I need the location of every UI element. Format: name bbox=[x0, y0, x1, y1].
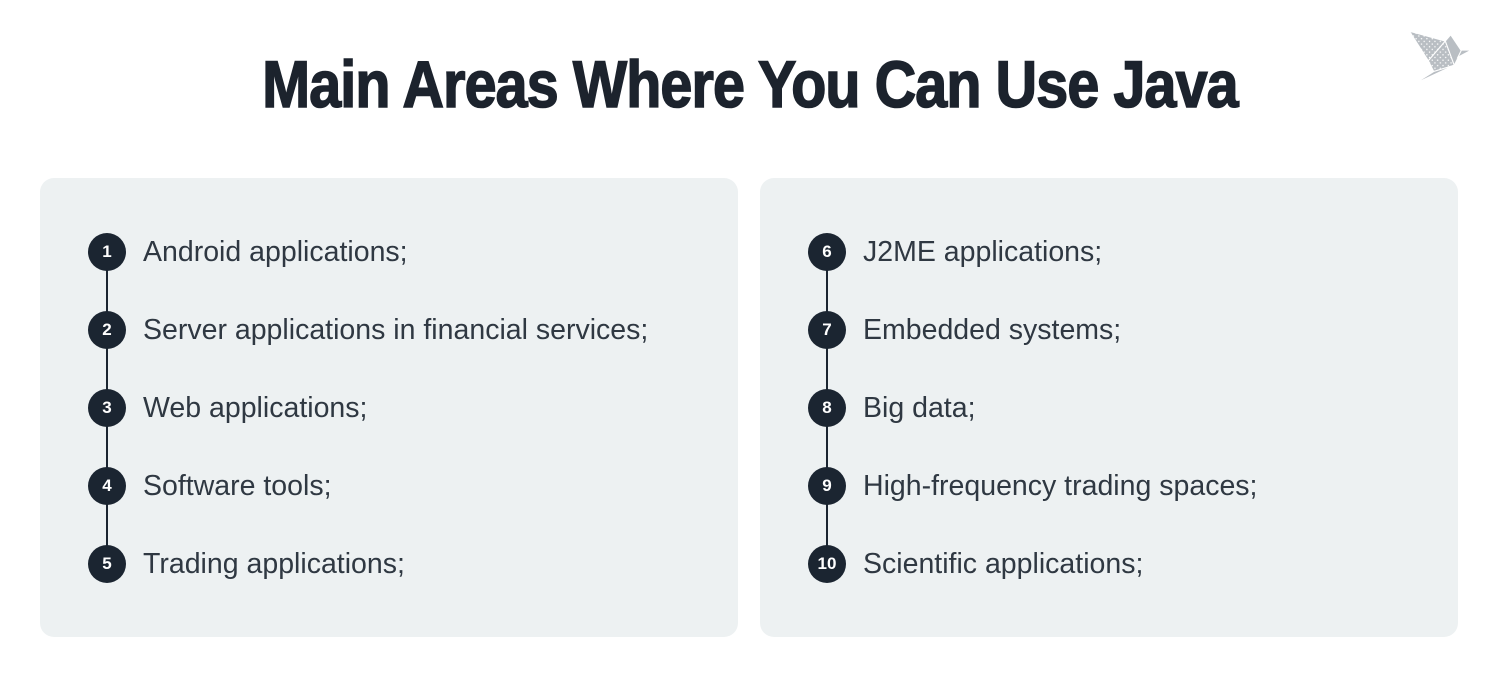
number-badge: 1 bbox=[88, 233, 126, 271]
item-label: Embedded systems; bbox=[863, 313, 1122, 346]
number-badge: 5 bbox=[88, 545, 126, 583]
item-label: Software tools; bbox=[143, 469, 332, 502]
item-label: Web applications; bbox=[143, 391, 368, 424]
list-item: 5 Trading applications; bbox=[40, 525, 738, 603]
list-item: 6 J2ME applications; bbox=[760, 213, 1458, 291]
number-badge: 7 bbox=[808, 311, 846, 349]
list-item: 10 Scientific applications; bbox=[760, 525, 1458, 603]
bird-tail bbox=[1413, 64, 1455, 85]
item-label: Server applications in financial service… bbox=[143, 313, 649, 346]
item-label: J2ME applications; bbox=[863, 235, 1103, 268]
item-label: Android applications; bbox=[143, 235, 408, 268]
item-label: High-frequency trading spaces; bbox=[863, 469, 1258, 502]
list-item: 3 Web applications; bbox=[40, 369, 738, 447]
list-item: 2 Server applications in financial servi… bbox=[40, 291, 738, 369]
list-right: 6 J2ME applications; 7 Embedded systems;… bbox=[760, 178, 1458, 637]
number-badge: 8 bbox=[808, 389, 846, 427]
item-label: Scientific applications; bbox=[863, 547, 1144, 580]
origami-bird-logo bbox=[1408, 30, 1472, 85]
number-badge: 4 bbox=[88, 467, 126, 505]
item-label: Big data; bbox=[863, 391, 976, 424]
list-item: 8 Big data; bbox=[760, 369, 1458, 447]
number-badge: 10 bbox=[808, 545, 846, 583]
item-label: Trading applications; bbox=[143, 547, 405, 580]
list-item: 7 Embedded systems; bbox=[760, 291, 1458, 369]
list-item: 4 Software tools; bbox=[40, 447, 738, 525]
panel-left: 1 Android applications; 2 Server applica… bbox=[40, 178, 738, 637]
bird-beak bbox=[1456, 49, 1472, 59]
number-badge: 3 bbox=[88, 389, 126, 427]
panel-right: 6 J2ME applications; 7 Embedded systems;… bbox=[760, 178, 1458, 637]
number-badge: 2 bbox=[88, 311, 126, 349]
list-left: 1 Android applications; 2 Server applica… bbox=[40, 178, 738, 637]
list-item: 9 High-frequency trading spaces; bbox=[760, 447, 1458, 525]
number-badge: 9 bbox=[808, 467, 846, 505]
page-title: Main Areas Where You Can Use Java bbox=[262, 47, 1240, 121]
number-badge: 6 bbox=[808, 233, 846, 271]
list-item: 1 Android applications; bbox=[40, 213, 738, 291]
